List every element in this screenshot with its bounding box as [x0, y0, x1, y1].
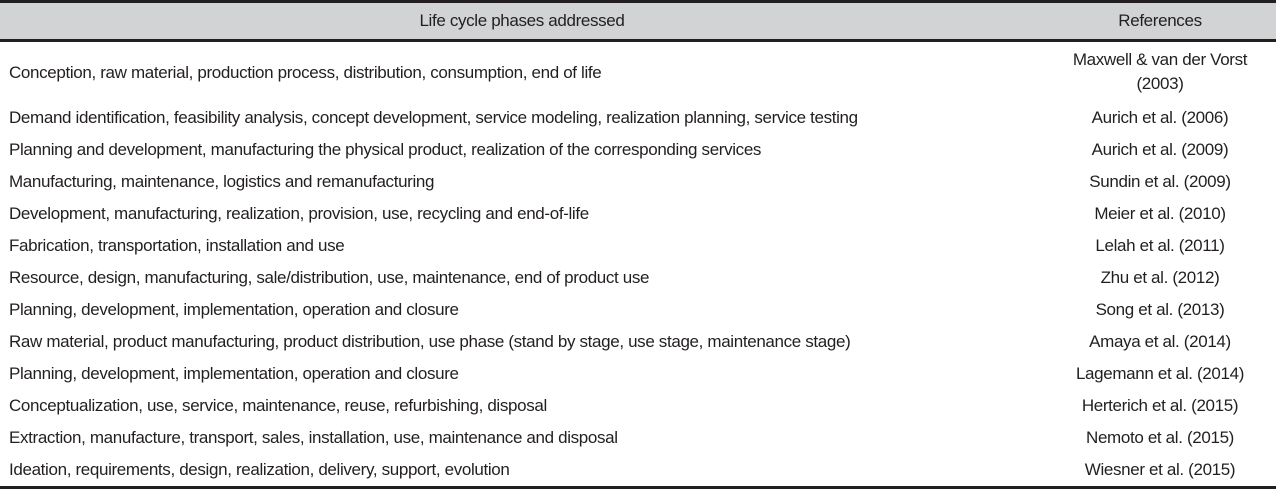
phases-cell: Planning, development, implementation, o…	[9, 300, 459, 319]
table-header: Life cycle phases addressed References	[0, 1, 1276, 41]
reference-cell: Sundin et al. (2009)	[1089, 172, 1231, 191]
reference-cell: Wiesner et al. (2015)	[1084, 460, 1236, 479]
table-row: Resource, design, manufacturing, sale/di…	[0, 262, 1276, 294]
phases-cell: Manufacturing, maintenance, logistics an…	[9, 172, 435, 191]
table-row: Demand identification, feasibility analy…	[0, 102, 1276, 134]
reference-cell: Nemoto et al. (2015)	[1086, 428, 1234, 447]
table-row: Ideation, requirements, design, realizat…	[0, 454, 1276, 488]
table-row: Conception, raw material, production pro…	[0, 41, 1276, 103]
phases-cell: Planning and development, manufacturing …	[9, 140, 762, 159]
reference-cell: Maxwell & van der Vorst (2003)	[1072, 50, 1248, 93]
header-row: Life cycle phases addressed References	[0, 1, 1276, 41]
table-body: Conception, raw material, production pro…	[0, 41, 1276, 488]
table-row: Planning, development, implementation, o…	[0, 294, 1276, 326]
reference-cell: Song et al. (2013)	[1095, 300, 1225, 319]
reference-cell: Aurich et al. (2009)	[1091, 140, 1229, 159]
reference-cell: Lelah et al. (2011)	[1095, 236, 1225, 255]
phases-cell: Ideation, requirements, design, realizat…	[9, 460, 510, 479]
table-row: Fabrication, transportation, installatio…	[0, 230, 1276, 262]
reference-cell: Amaya et al. (2014)	[1089, 332, 1231, 351]
table-row: Planning and development, manufacturing …	[0, 134, 1276, 166]
table-row: Manufacturing, maintenance, logistics an…	[0, 166, 1276, 198]
table-row: Planning, development, implementation, o…	[0, 358, 1276, 390]
phases-cell: Fabrication, transportation, installatio…	[9, 236, 345, 255]
phases-cell: Demand identification, feasibility analy…	[9, 108, 858, 127]
phases-cell: Extraction, manufacture, transport, sale…	[9, 428, 618, 447]
table-row: Raw material, product manufacturing, pro…	[0, 326, 1276, 358]
phases-cell: Conceptualization, use, service, mainten…	[9, 396, 547, 415]
phases-cell: Conception, raw material, production pro…	[9, 63, 602, 82]
table-row: Conceptualization, use, service, mainten…	[0, 390, 1276, 422]
reference-cell: Herterich et al. (2015)	[1081, 396, 1239, 415]
table-row: Extraction, manufacture, transport, sale…	[0, 422, 1276, 454]
reference-cell: Meier et al. (2010)	[1094, 204, 1226, 223]
reference-cell: Lagemann et al. (2014)	[1075, 364, 1245, 383]
table-row: Development, manufacturing, realization,…	[0, 198, 1276, 230]
phases-cell: Planning, development, implementation, o…	[9, 364, 459, 383]
phases-cell: Development, manufacturing, realization,…	[9, 204, 589, 223]
phases-cell: Raw material, product manufacturing, pro…	[9, 332, 851, 351]
phases-cell: Resource, design, manufacturing, sale/di…	[9, 268, 650, 287]
header-references: References	[1118, 11, 1202, 30]
header-phases: Life cycle phases addressed	[419, 11, 625, 30]
reference-cell: Aurich et al. (2006)	[1091, 108, 1229, 127]
reference-cell: Zhu et al. (2012)	[1100, 268, 1220, 287]
